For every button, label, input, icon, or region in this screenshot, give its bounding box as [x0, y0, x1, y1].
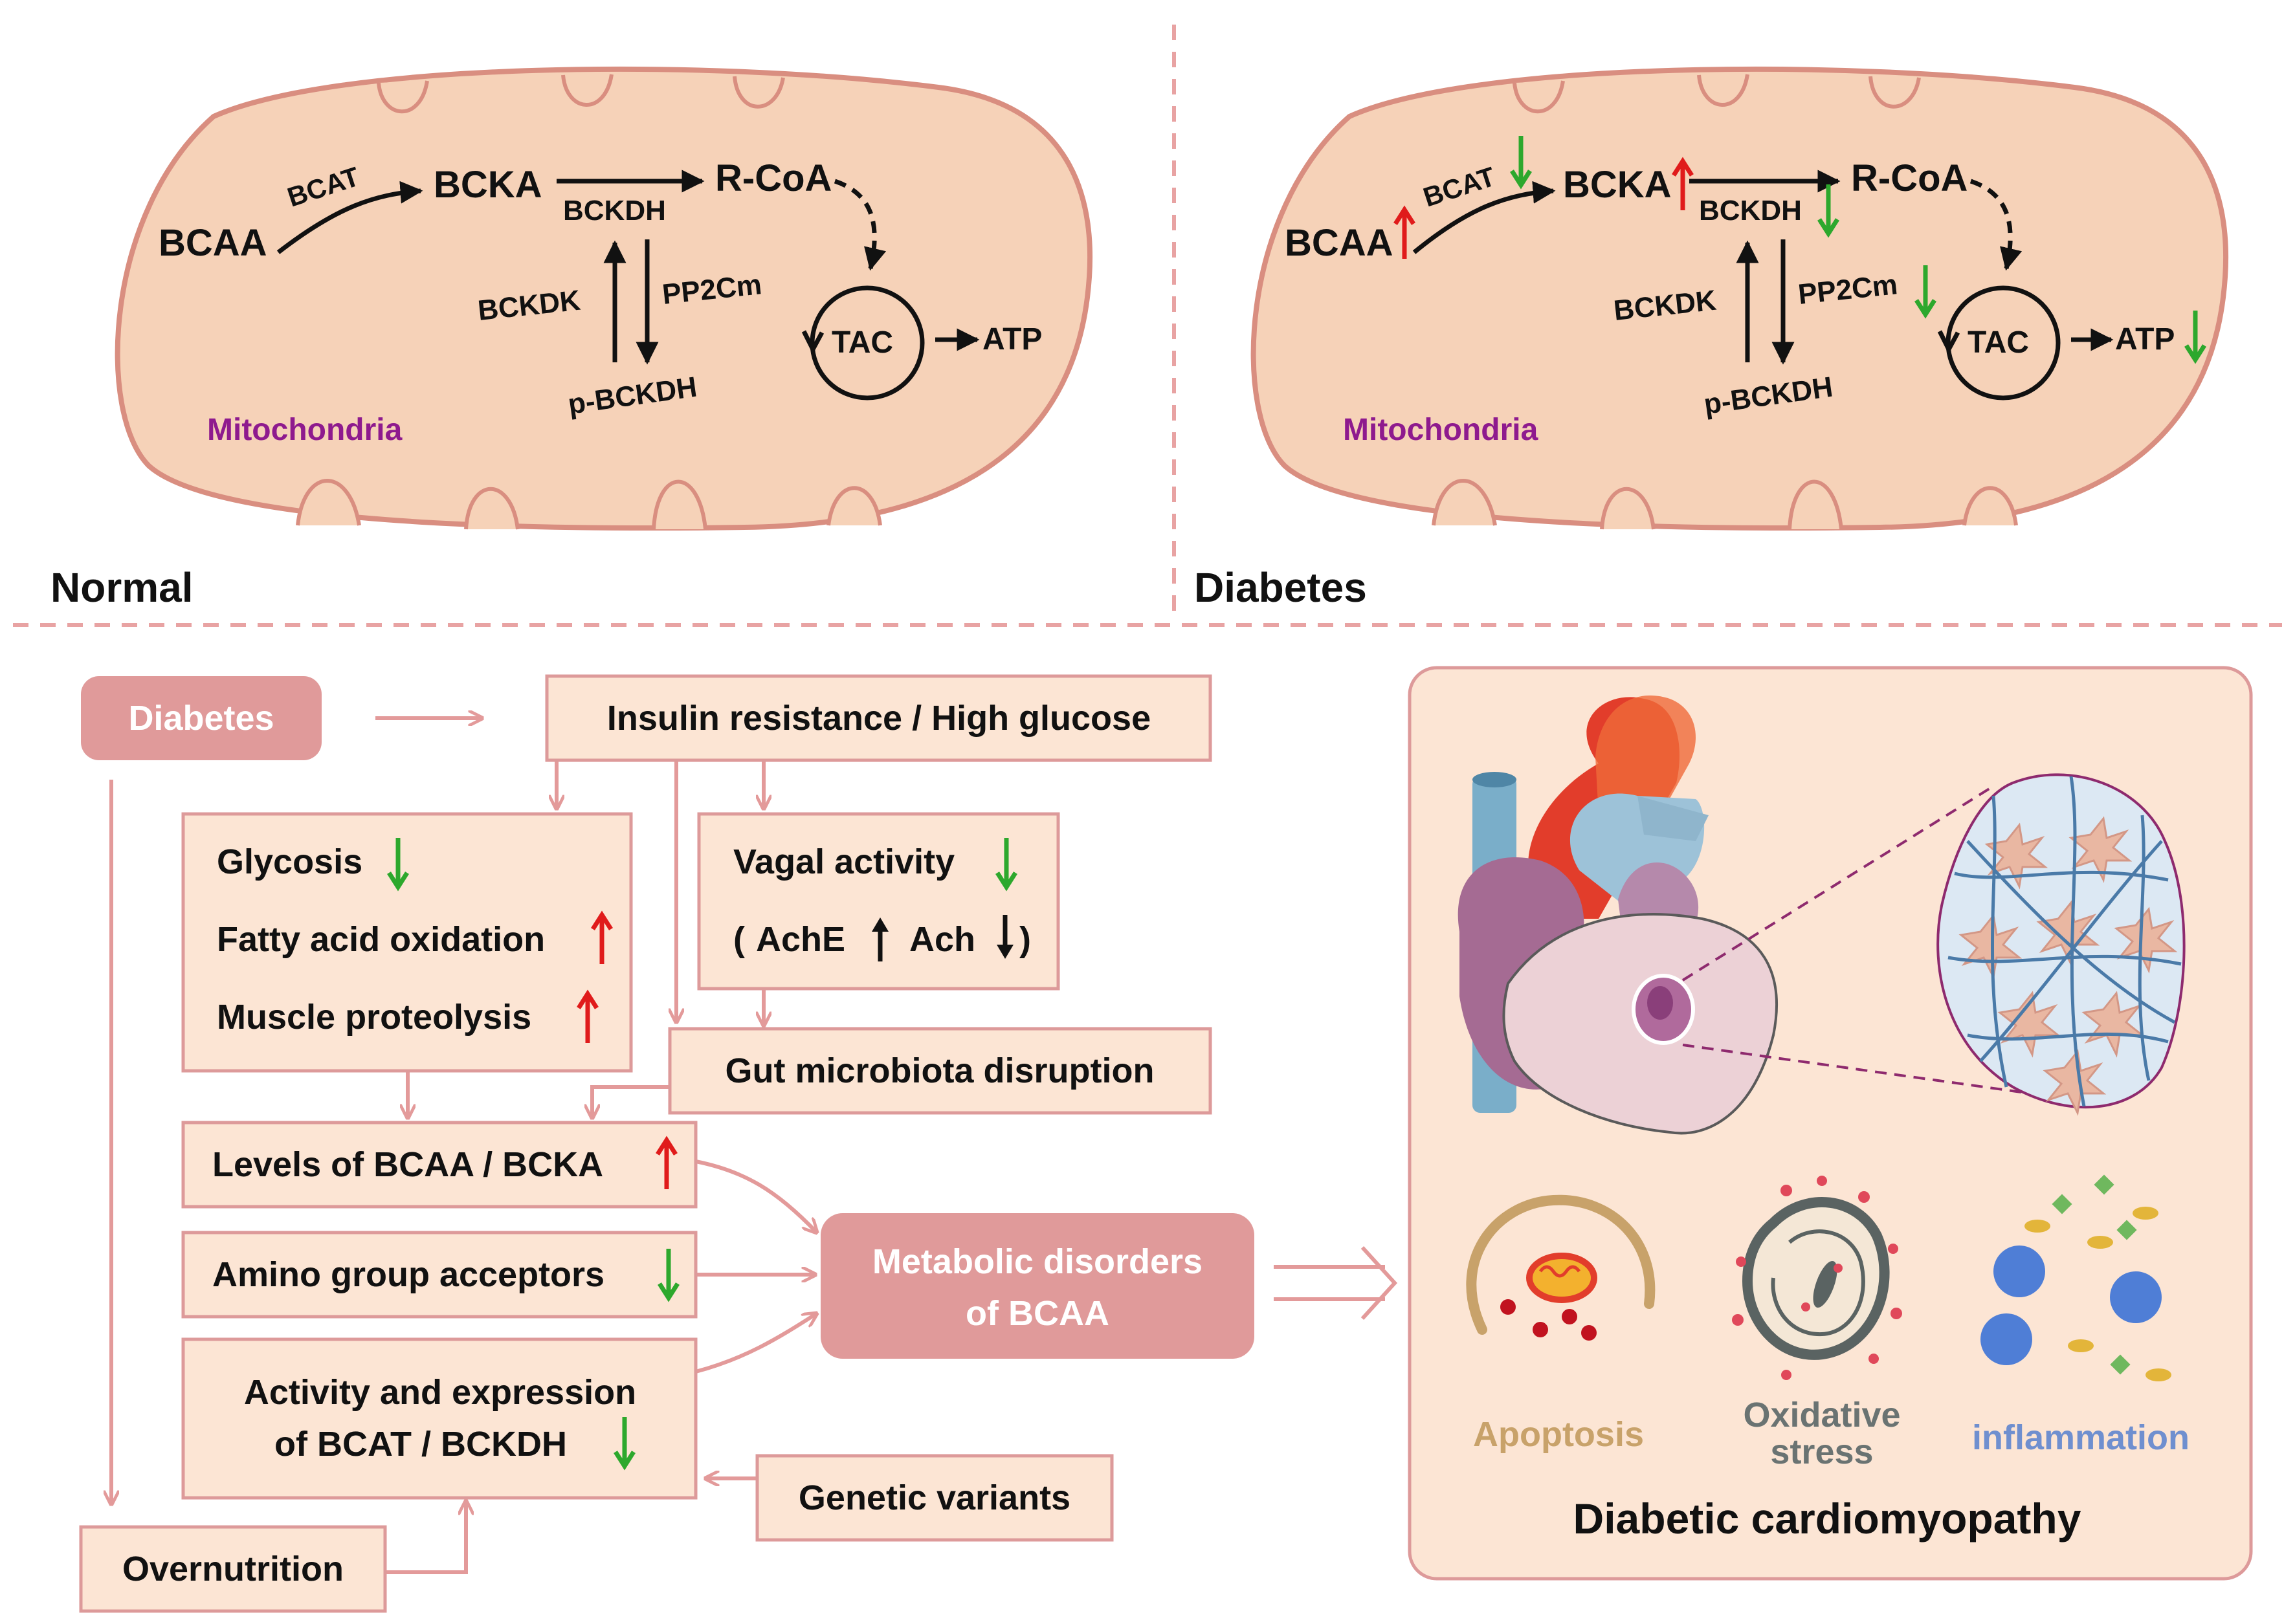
normal-mito-label: Mitochondria — [207, 413, 403, 447]
mitochondrion-normal — [115, 66, 1093, 531]
diabetes-mito-label: Mitochondria — [1343, 413, 1538, 447]
flow-ach-close: ) — [1019, 920, 1031, 959]
flow-metabolism-box — [181, 812, 633, 1073]
oxidative-stress-icon — [1732, 1176, 1902, 1380]
flow-fatty-label: Fatty acid oxidation — [217, 920, 545, 959]
outcome-title: Diabetic cardiomyopathy — [1573, 1495, 2081, 1542]
diabetes-atp: ATP — [2115, 322, 2175, 357]
flow-metabolic-line1: Metabolic disorders — [872, 1242, 1203, 1281]
outcome-oxidative-line2: stress — [1770, 1432, 1873, 1471]
normal-bcka: BCKA — [434, 164, 542, 206]
flow-activity-box — [181, 1337, 698, 1500]
flow-gut-box — [668, 1027, 1212, 1115]
flow-muscle-label: Muscle proteolysis — [217, 998, 531, 1037]
mitochondrion-diabetes — [1250, 66, 2229, 531]
flow-activity-line2: of BCAT / BCKDH — [274, 1425, 567, 1464]
flow-ache-label: AchE — [756, 920, 845, 959]
outcome-inflammation-label: inflammation — [1972, 1418, 2190, 1457]
flow-genetic-box — [755, 1454, 1114, 1542]
diabetes-rcoa: R-CoA — [1851, 157, 1968, 199]
flow-insulin-box — [545, 674, 1212, 762]
flow-diabetes-label: Diabetes — [128, 699, 274, 738]
double-arrow — [1274, 1245, 1398, 1321]
normal-rcoa: R-CoA — [715, 157, 832, 199]
zoom-line-top — [1681, 785, 1995, 982]
flow-insulin-label: Insulin resistance / High glucose — [607, 699, 1151, 738]
panel-title-diabetes: Diabetes — [1194, 564, 1367, 611]
flow-levels-box — [181, 1121, 698, 1209]
flow-overnutrition-box — [79, 1525, 387, 1613]
apoptosis-icon — [1466, 1194, 1656, 1341]
outcome-apoptosis-label: Apoptosis — [1473, 1415, 1644, 1454]
flow-levels-label: Levels of BCAA / BCKA — [212, 1145, 603, 1184]
panel-title-normal: Normal — [50, 564, 194, 611]
normal-atp: ATP — [982, 322, 1042, 357]
flow-gut-label: Gut microbiota disruption — [726, 1051, 1155, 1090]
flow-vagal-label: Vagal activity — [733, 842, 955, 881]
flow-amino-box — [181, 1231, 698, 1319]
flow-glycosis-label: Glycosis — [217, 842, 362, 881]
flow-ach-label: Ach — [909, 920, 975, 959]
heart-illustration — [1458, 695, 1779, 1135]
flow-genetic-label: Genetic variants — [799, 1478, 1070, 1517]
outcome-oxidative-line1: Oxidative — [1743, 1396, 1900, 1434]
diabetes-bckdh: BCKDH — [1699, 195, 1802, 226]
flow-overnutrition-label: Overnutrition — [122, 1550, 344, 1588]
normal-bcaa: BCAA — [159, 222, 267, 264]
flow-amino-label: Amino group acceptors — [212, 1255, 604, 1294]
flow-metabolic-box — [821, 1213, 1254, 1359]
diabetes-bcka: BCKA — [1563, 164, 1672, 206]
diabetes-tac: TAC — [1968, 325, 2029, 360]
diabetes-bcaa: BCAA — [1285, 222, 1393, 264]
fibrosis-zoom — [1936, 773, 2186, 1116]
inflammation-icon — [1980, 1174, 2171, 1381]
normal-bckdh: BCKDH — [563, 195, 666, 226]
flow-diabetes-box — [81, 676, 322, 760]
flow-ach-open: ( — [733, 920, 745, 959]
flow-connectors — [111, 718, 817, 1574]
normal-tac: TAC — [832, 325, 893, 360]
flow-metabolic-line2: of BCAA — [966, 1294, 1109, 1333]
flow-activity-line1: Activity and expression — [244, 1373, 636, 1412]
